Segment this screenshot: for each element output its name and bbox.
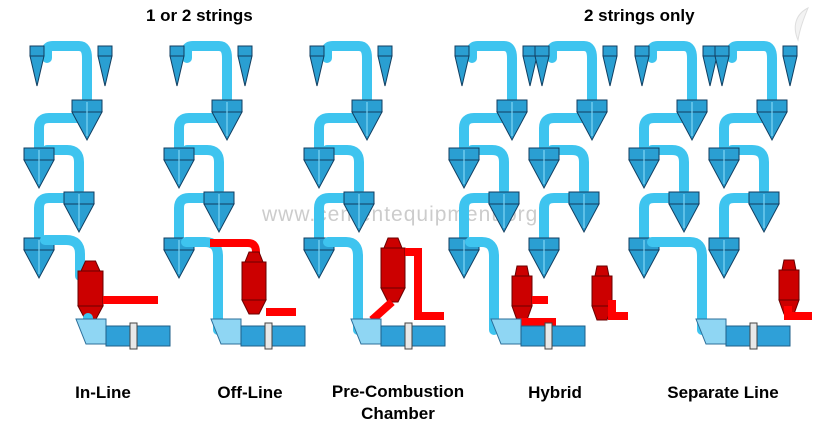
riser-duct <box>647 41 697 105</box>
top-cyclone-body <box>309 45 325 57</box>
kiln-inlet-chamber <box>350 318 382 345</box>
kiln-inlet-chamber <box>210 318 242 345</box>
riser-duct <box>547 145 589 195</box>
caption-off-line: Off-Line <box>217 383 283 402</box>
caption-separate-line: Separate Line <box>667 383 779 402</box>
riser-duct <box>182 145 224 195</box>
top-cyclone-cone <box>702 55 718 87</box>
riser-duct <box>727 41 777 105</box>
rotary-kiln <box>725 325 791 347</box>
calciner-top <box>244 251 264 263</box>
calciner-cone <box>591 305 613 321</box>
riser-duct <box>467 145 509 195</box>
kiln-tyre <box>264 322 273 350</box>
top-cyclone-cone <box>522 55 538 87</box>
tertiary-air-duct <box>369 299 395 323</box>
riser-duct <box>42 41 92 105</box>
tertiary-air-duct <box>608 300 628 320</box>
kiln-tyre <box>404 322 413 350</box>
riser-duct <box>323 237 363 335</box>
kiln-inlet-chamber <box>695 318 727 345</box>
feather-logo-icon <box>794 6 809 42</box>
top-cyclone-cone <box>782 55 798 87</box>
riser-duct <box>647 145 689 195</box>
riser-duct <box>34 193 82 245</box>
riser-duct <box>539 193 587 245</box>
top-cyclone-cone <box>29 55 45 87</box>
calciner-top <box>80 260 101 272</box>
header-one-or-two-strings: 1 or 2 strings <box>146 6 253 25</box>
top-cyclone-cone <box>377 55 393 87</box>
calciner-top <box>383 237 403 249</box>
riser-duct <box>322 145 364 195</box>
top-cyclone-body <box>29 45 45 57</box>
riser-duct <box>322 41 372 105</box>
riser-duct <box>182 41 232 105</box>
top-cyclone-cone <box>534 55 550 87</box>
riser-duct <box>547 41 597 105</box>
top-cyclone-body <box>237 45 253 57</box>
rotary-kiln <box>105 325 171 347</box>
top-cyclone-body <box>782 45 798 57</box>
top-cyclone-body <box>534 45 550 57</box>
top-cyclone-cone <box>454 55 470 87</box>
caption-pre-combustion-line1: Pre-Combustion <box>331 382 465 401</box>
riser-duct <box>314 193 362 245</box>
caption-hybrid: Hybrid <box>528 383 582 402</box>
caption-pre-combustion-line2: Chamber <box>361 404 435 423</box>
rotary-kiln <box>240 325 306 347</box>
calciner-top <box>594 265 610 277</box>
tertiary-air-duct <box>405 248 444 320</box>
top-cyclone-cone <box>169 55 185 87</box>
riser-duct <box>719 193 767 245</box>
top-cyclone-cone <box>97 55 113 87</box>
caption-in-line: In-Line <box>75 383 131 402</box>
kiln-tyre <box>749 322 758 350</box>
riser-duct <box>467 41 517 105</box>
riser-duct <box>465 237 499 335</box>
riser-duct <box>647 237 707 335</box>
calciner-top <box>514 265 530 277</box>
top-cyclone-body <box>454 45 470 57</box>
kiln-inlet-chamber <box>490 318 522 345</box>
rotary-kiln <box>380 325 446 347</box>
top-cyclone-cone <box>634 55 650 87</box>
top-cyclone-cone <box>714 55 730 87</box>
kiln-tyre <box>129 322 138 350</box>
top-cyclone-body <box>97 45 113 57</box>
top-cyclone-body <box>634 45 650 57</box>
riser-duct <box>174 193 222 245</box>
calciner-cone <box>511 305 533 321</box>
top-cyclone-cone <box>309 55 325 87</box>
calciner-vessel <box>511 275 533 307</box>
calciner-cone <box>380 287 406 303</box>
calciner-cone <box>241 299 267 315</box>
kiln-tyre <box>544 322 553 350</box>
calciner-vessel <box>380 247 406 289</box>
calciner-vessel <box>241 261 267 301</box>
top-cyclone-body <box>602 45 618 57</box>
riser-duct <box>42 145 84 195</box>
top-cyclone-body <box>169 45 185 57</box>
top-cyclone-cone <box>237 55 253 87</box>
riser-duct <box>639 193 687 245</box>
kiln-inlet-chamber <box>75 318 107 345</box>
calciner-vessel <box>77 270 104 307</box>
top-cyclone-body <box>377 45 393 57</box>
rotary-kiln <box>520 325 586 347</box>
riser-duct <box>727 145 769 195</box>
calciner-top <box>781 259 797 271</box>
top-cyclone-body <box>714 45 730 57</box>
riser-duct <box>40 235 85 281</box>
riser-duct <box>459 193 507 245</box>
tertiary-air-duct <box>784 306 812 320</box>
top-cyclone-cone <box>602 55 618 87</box>
calciner-vessel <box>778 269 800 301</box>
header-two-strings-only: 2 strings only <box>584 6 695 25</box>
